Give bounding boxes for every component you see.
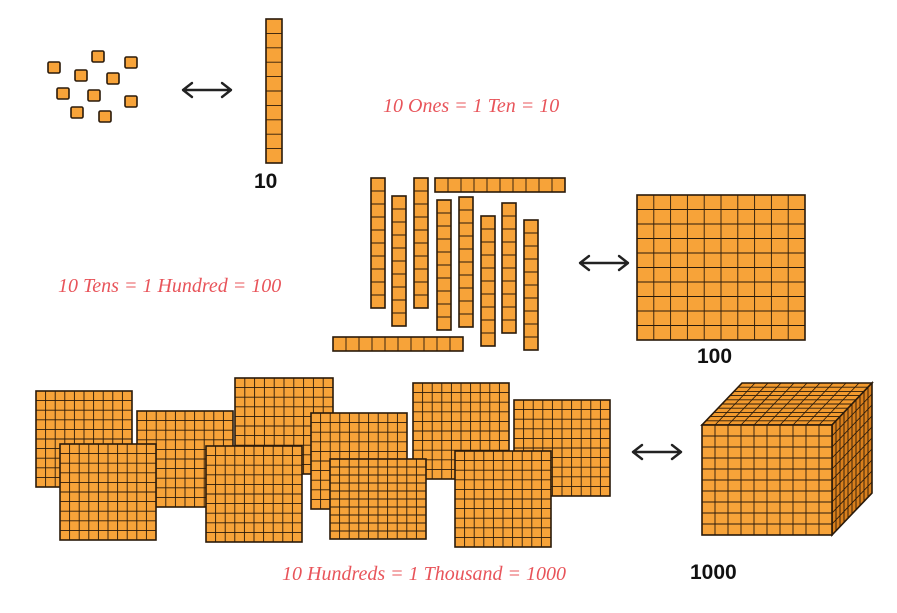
tens-rod <box>413 177 429 309</box>
tens-rod <box>332 336 464 352</box>
unit-cube <box>98 110 112 123</box>
label-thousand: 1000 <box>690 561 737 584</box>
double-headed-arrow-icon <box>578 254 630 272</box>
hundred-flat <box>329 458 427 540</box>
tens-rod <box>436 199 452 331</box>
equation-ones-to-ten: 10 Ones = 1 Ten = 10 <box>383 95 560 117</box>
tens-rods-group <box>265 18 566 352</box>
unit-cube <box>56 87 70 100</box>
tens-rod <box>391 195 407 327</box>
tens-rod <box>265 18 283 164</box>
arrows-group <box>181 81 683 461</box>
unit-cube <box>106 72 120 85</box>
thousand-cube-group <box>700 381 874 537</box>
tens-rod <box>480 215 496 347</box>
tens-rod <box>523 219 539 351</box>
hundred-flat <box>454 450 552 548</box>
unit-cubes-group <box>47 50 138 123</box>
unit-cube <box>91 50 105 63</box>
hundred-flat <box>205 445 303 543</box>
double-headed-arrow-icon <box>181 81 233 99</box>
thousand-cube-front-face <box>701 424 833 536</box>
hundred-flat <box>636 194 806 341</box>
unit-cube <box>87 89 101 102</box>
hundred-flats-group <box>35 194 806 548</box>
double-headed-arrow-icon <box>631 443 683 461</box>
unit-cube <box>70 106 84 119</box>
equation-hundreds-to-thousand: 10 Hundreds = 1 Thousand = 1000 <box>282 563 567 585</box>
hundred-flat <box>59 443 157 541</box>
tens-rod <box>501 202 517 334</box>
tens-rod <box>370 177 386 309</box>
tens-rod <box>434 177 566 193</box>
unit-cube <box>124 95 138 108</box>
tens-rod <box>458 196 474 328</box>
equation-tens-to-hundred: 10 Tens = 1 Hundred = 100 <box>58 275 282 297</box>
unit-cube <box>47 61 61 74</box>
label-hundred: 100 <box>697 345 733 368</box>
label-ten: 10 <box>254 170 278 193</box>
unit-cube <box>74 69 88 82</box>
unit-cube <box>124 56 138 69</box>
